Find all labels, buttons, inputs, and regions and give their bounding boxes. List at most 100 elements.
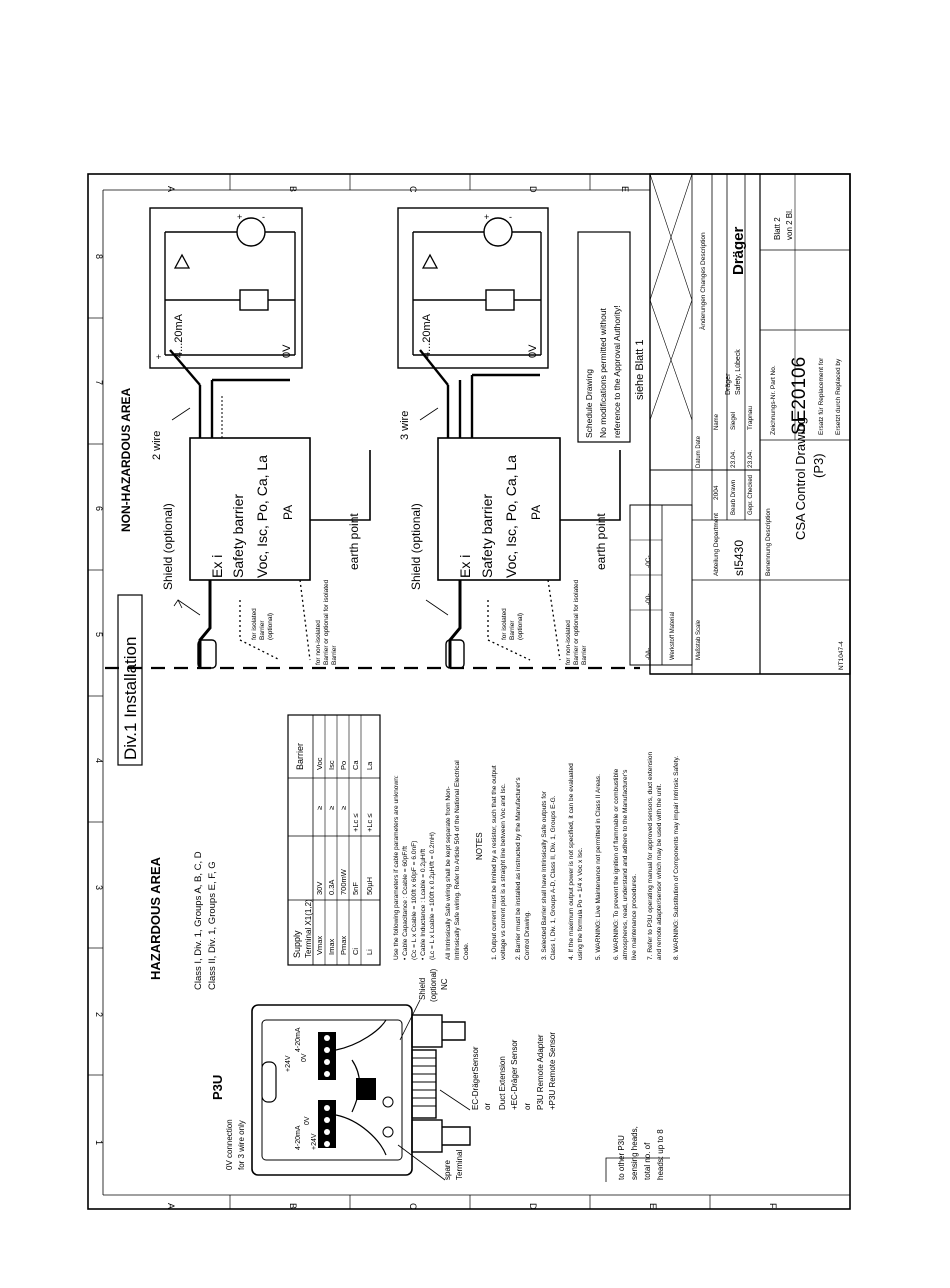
zone-letter: B xyxy=(288,1203,298,1209)
date-value: 23.04. xyxy=(730,450,737,468)
isolated-label: (optional) xyxy=(517,613,524,640)
note-line: 4. If the maximum output power is not sp… xyxy=(568,763,575,960)
zone-number: 8 xyxy=(94,254,104,259)
p3u-handle xyxy=(261,1061,277,1103)
meter-icon xyxy=(236,217,266,247)
pin-label: 0V xyxy=(301,1053,308,1062)
cable-note-line: • Cable Capacitance : Ccable = 60pF/ft xyxy=(402,846,409,960)
hazardous-class-line2: Class II, Div. 1, Groups E, F, G xyxy=(207,861,218,990)
barrier-pa: PA xyxy=(281,505,295,520)
current-source-arrow-icon xyxy=(421,253,439,269)
sensor-item: or xyxy=(483,1103,492,1110)
installation-title-text: Div.1 Installation xyxy=(121,637,140,760)
zone-letter: E xyxy=(648,1203,658,1209)
ov-label: 0V xyxy=(527,344,539,358)
sensor-item: or xyxy=(523,1103,532,1110)
receiver-box xyxy=(149,207,303,369)
barrier-params: Voc, Isc, Po, Ca, La xyxy=(254,455,270,578)
note-line: live maintenance procedures. xyxy=(631,874,638,960)
p3u-sensor-thread xyxy=(411,1049,437,1119)
wiring-note-line: Code. xyxy=(463,942,470,960)
p3u-device: P3U 0V connection for 3 wire only 4-20mA… xyxy=(210,968,471,1181)
table-cell: Po xyxy=(339,761,348,770)
code-value: -0C- xyxy=(645,555,652,568)
zone-letter: E xyxy=(620,186,630,192)
note-line: 1. Output current must be limited by a r… xyxy=(491,765,498,960)
note-line: 6. WARNING: To prevent the ignition of f… xyxy=(613,768,620,960)
schedule-note: Schedule Drawing No modifications permit… xyxy=(577,231,646,443)
other-heads-line: sensing heads, xyxy=(630,1126,639,1180)
cable-end xyxy=(445,639,465,669)
replace-label: Ersatz für Replacement for xyxy=(818,357,825,435)
current-source-arrow-icon xyxy=(173,253,191,269)
shield-nc-label: NC xyxy=(440,978,449,990)
changes-label: Änderungen Changes Description xyxy=(699,232,707,330)
pin-label: +24V xyxy=(285,1055,292,1072)
resistor-icon xyxy=(239,289,269,311)
note-line: 8. WARNING: Substitution of Components m… xyxy=(673,756,680,960)
hazardous-class-line1: Class I, Div. 1, Groups A, B, C, D xyxy=(193,851,204,990)
sensor-list: EC-DrägerSensor or Duct Extension +EC-Dr… xyxy=(439,1032,557,1111)
wiring-note-line: All Intrinsically Safe wiring shall be k… xyxy=(445,786,452,960)
department-value: sI5430 xyxy=(732,540,746,576)
note-line: voltage vs current plot is a straight li… xyxy=(500,783,507,960)
barrier-ex-label: Ex i xyxy=(209,555,225,578)
p3u-wiring-right xyxy=(335,1019,387,1051)
zone-number: 4 xyxy=(94,758,104,763)
company-line: Safety, Lübeck xyxy=(735,349,742,395)
zone-number: 2 xyxy=(94,1012,104,1017)
siehe-blatt: siehe Blatt 1 xyxy=(634,339,646,400)
spare-terminal-label: spare xyxy=(443,1159,452,1180)
cable-note-line: (Cc = L x Ccable = 100ft x 60pF = 6.0nF) xyxy=(411,841,418,960)
table-cell: Ci xyxy=(351,948,360,955)
nonhazardous-area-title: NON-HAZARDOUS AREA xyxy=(119,387,133,532)
sheet-label: Blatt 2 xyxy=(773,217,782,240)
barrier-pa: PA xyxy=(529,505,543,520)
cable-note-line: • Cable Inductance : Lcable = 0.2µH/ft xyxy=(420,849,427,960)
ground-symbol-icon xyxy=(382,1126,394,1138)
non-isolated-label: Barrier or optional for isolated xyxy=(323,579,330,665)
current-label: 4...20mA xyxy=(173,313,185,358)
note-line: 5. WARNING: Live Maintenance not permitt… xyxy=(595,774,602,960)
safety-barrier-box xyxy=(189,437,311,581)
table-cell: ≥ xyxy=(339,806,348,810)
scale-label: Maßstab Scale xyxy=(696,619,702,660)
zone-number: 1 xyxy=(94,1140,104,1145)
non-isolated-label: for non-isolated xyxy=(315,620,322,665)
zone-letter: A xyxy=(166,1203,176,1209)
barrier-circuit-2wire: Ex i Safety barrier Voc, Isc, Po, Ca, La… xyxy=(149,207,371,669)
shield-optional-label: Shield (optional) xyxy=(409,503,423,590)
name-value: Siegel xyxy=(730,411,737,430)
polarity-minus: - xyxy=(262,212,265,222)
schedule-line: Schedule Drawing xyxy=(584,369,594,438)
polarity-minus: - xyxy=(509,212,512,222)
zone-letter: C xyxy=(408,1203,418,1210)
name-label: Name xyxy=(714,413,720,430)
cable-note-line: (Lc = L x Lcable = 100ft x 0.2µH/ft = 0.… xyxy=(429,832,436,960)
p3u-ov-note-1: 0V connection xyxy=(225,1119,234,1170)
zone-letter: C xyxy=(408,186,418,193)
reference-number: NT1047-4 xyxy=(838,641,845,670)
table-cell: 0.3A xyxy=(327,880,336,895)
part-label: Zeichnungs-Nr. Part No. xyxy=(770,365,777,435)
zone-ticks xyxy=(88,174,711,1209)
sensor-item: +P3U Remote Sensor xyxy=(548,1032,557,1110)
sensor-item: EC-DrägerSensor xyxy=(471,1046,480,1110)
zone-letter: D xyxy=(528,1203,538,1210)
note-line: Class I, Div. 1, Groups A-D, Class II, D… xyxy=(550,795,557,960)
table-cell: Imax xyxy=(327,938,336,955)
p3u-cable-gland-bottom xyxy=(411,1119,443,1153)
isolated-label: Barrier xyxy=(259,620,266,640)
spare-terminal-label: Terminal xyxy=(455,1150,464,1180)
table-cell: +Lc ≤ xyxy=(351,813,360,832)
isolated-label: for isolated xyxy=(501,608,508,640)
sheet-of: von 2 Bl. xyxy=(785,209,794,240)
table-cell: Isc xyxy=(327,760,336,770)
non-isolated-label: Barrier xyxy=(331,645,338,665)
table-cell: Vmax xyxy=(315,936,324,955)
table-cell: 30V xyxy=(315,882,324,895)
designation-label: Benennung Description xyxy=(765,508,772,576)
earth-point-label: earth point xyxy=(347,513,361,570)
installation-title: Div.1 Installation xyxy=(117,594,143,766)
barrier-params: Voc, Isc, Po, Ca, La xyxy=(503,455,519,578)
